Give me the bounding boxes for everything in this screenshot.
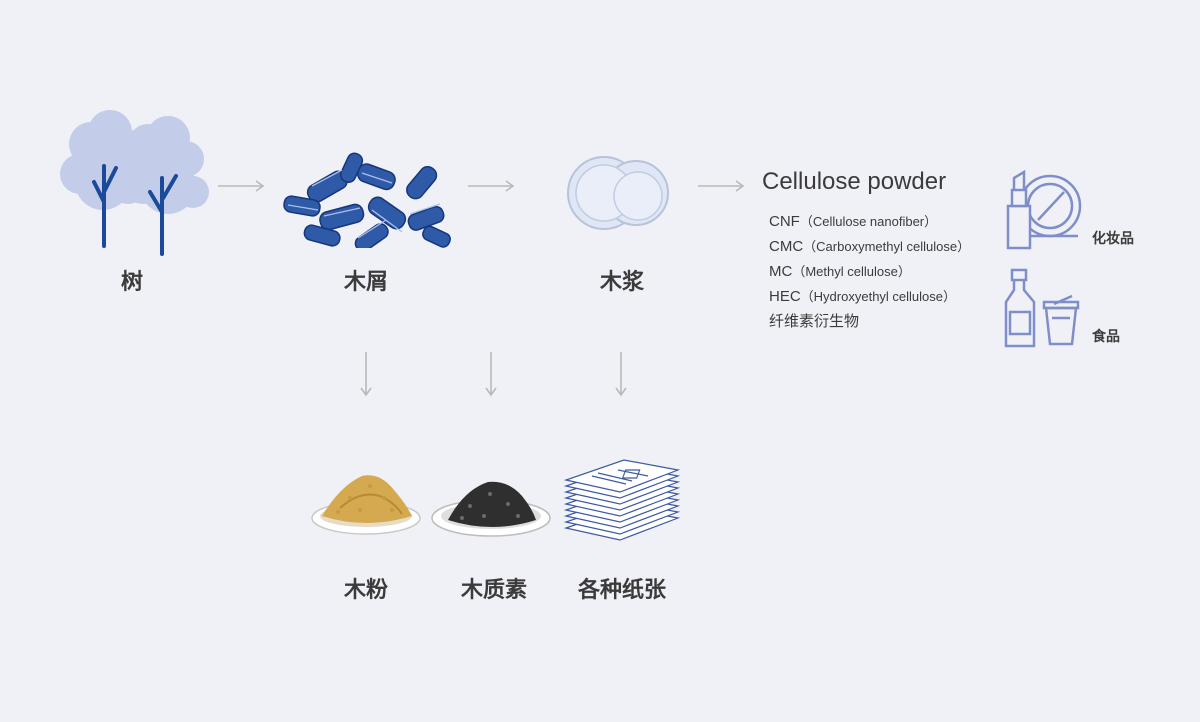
arrow-right-icon bbox=[698, 180, 745, 192]
arrow-down-icon bbox=[615, 352, 627, 397]
label-wood-pulp: 木浆 bbox=[599, 270, 644, 295]
cellulose-item: MC（Methyl cellulose） bbox=[769, 263, 911, 280]
cellulose-item: 纤维素衍生物 bbox=[769, 313, 860, 330]
bottle-cup-icon bbox=[1004, 268, 1080, 348]
pulp-icon bbox=[567, 156, 669, 230]
tree-icon bbox=[60, 110, 209, 256]
cellulose-item: HEC（Hydroxyethyl cellulose） bbox=[769, 288, 957, 305]
lignin-icon bbox=[431, 481, 551, 537]
cellulose-item: CMC（Carboxymethyl cellulose） bbox=[769, 238, 971, 255]
cellulose-title: Cellulose powder bbox=[762, 168, 947, 195]
lipstick-mirror-icon bbox=[1006, 169, 1082, 250]
label-lignin: 木质素 bbox=[460, 578, 527, 603]
label-wood-flour: 木粉 bbox=[343, 578, 388, 603]
wood-chips-icon bbox=[283, 152, 451, 248]
paper-stack-icon bbox=[563, 459, 681, 541]
arrow-right-icon bbox=[468, 180, 515, 192]
cellulose-item: CNF（Cellulose nanofiber） bbox=[769, 213, 938, 230]
label-wood-chips: 木屑 bbox=[343, 270, 388, 295]
arrow-right-icon bbox=[218, 180, 265, 192]
label-tree: 树 bbox=[120, 270, 143, 295]
arrow-down-icon bbox=[485, 352, 497, 397]
arrow-down-icon bbox=[360, 352, 372, 397]
wood-flour-icon bbox=[311, 475, 421, 535]
label-cosmetics: 化妆品 bbox=[1092, 231, 1134, 247]
label-paper: 各种纸张 bbox=[577, 578, 666, 603]
cellulose-list: CNF（Cellulose nanofiber） CMC（Carboxymeth… bbox=[769, 209, 970, 334]
label-food: 食品 bbox=[1092, 329, 1120, 345]
